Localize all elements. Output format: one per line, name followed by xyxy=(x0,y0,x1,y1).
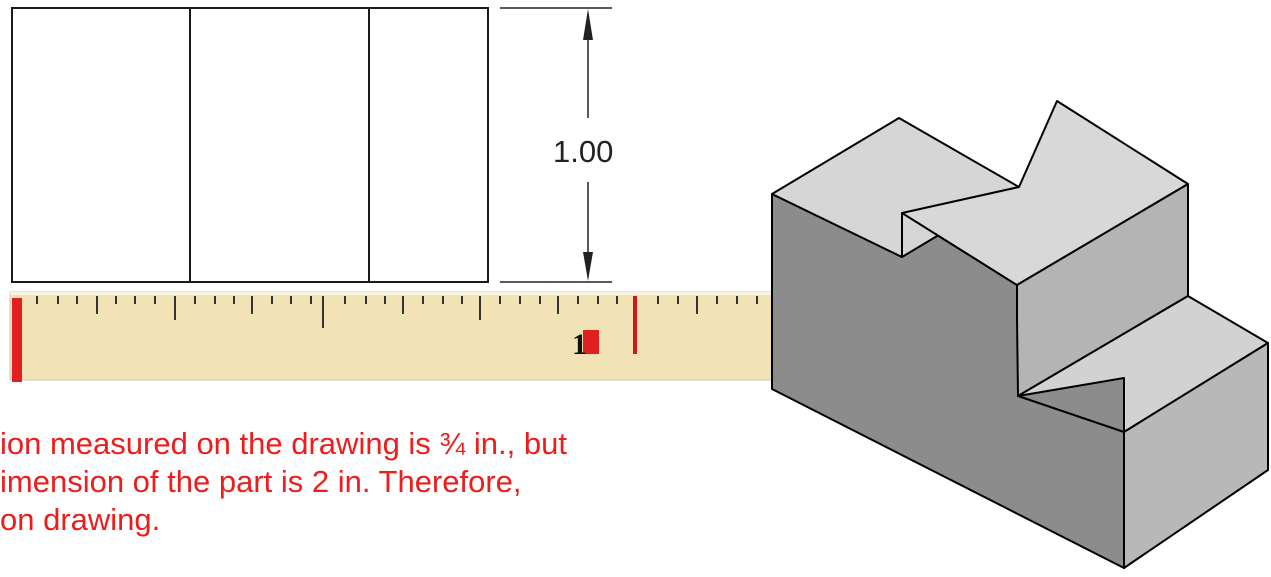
dimension-label: 1.00 xyxy=(553,134,613,169)
caption-line-3: on drawing. xyxy=(0,502,161,537)
arrowhead-top xyxy=(583,9,593,40)
ruler-zero-marker xyxy=(12,298,22,382)
caption-line-1: ion measured on the drawing is ¾ in., bu… xyxy=(0,426,567,461)
caption-text: ion measured on the drawing is ¾ in., bu… xyxy=(0,425,880,539)
height-dimension: 1.00 xyxy=(500,7,613,283)
isometric-part xyxy=(771,100,1269,569)
ruler-ticks xyxy=(36,296,758,328)
part-edge-4 xyxy=(1017,395,1125,433)
caption-line-2: imension of the part is 2 in. Therefore, xyxy=(0,464,522,499)
view-outline xyxy=(11,7,489,283)
part-upper-step-top-face xyxy=(901,100,1189,286)
orthographic-front-view xyxy=(11,7,489,283)
ruler-top-edge xyxy=(10,292,782,295)
ruler-inch-marker xyxy=(633,296,637,354)
arrowhead-bottom xyxy=(583,252,593,281)
ruler-body xyxy=(9,291,783,381)
ruler-number: 1 xyxy=(572,328,587,361)
ruler: 1 xyxy=(9,291,783,382)
ruler-number-highlight xyxy=(583,330,599,354)
